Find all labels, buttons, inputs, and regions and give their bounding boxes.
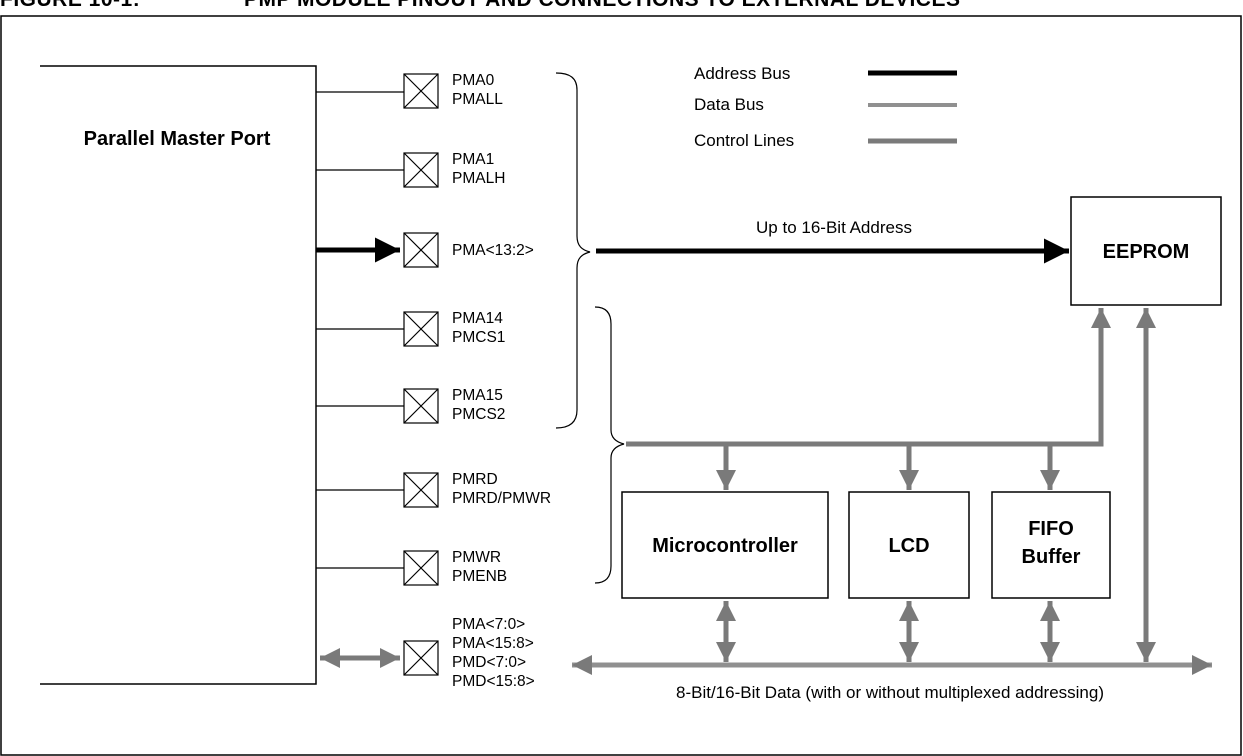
microcontroller-box [621, 491, 829, 599]
lcd-box [848, 491, 970, 599]
figure-number: FIGURE 10-1: [0, 0, 244, 12]
pin-label: PMCS1 [452, 329, 505, 346]
pin-label: PMD<15:8> [452, 673, 535, 690]
control-bus [626, 308, 1111, 447]
pin-label: PMA<13:2> [452, 242, 534, 259]
pin-label: PMA<7:0> [452, 616, 525, 633]
control-pins-brace [594, 306, 625, 584]
data-bus-label: 8-Bit/16-Bit Data (with or without multi… [676, 683, 1104, 702]
pin-box-pma14 [403, 311, 439, 347]
pmp-block-label: Parallel Master Port [84, 128, 271, 150]
pin-label: PMALH [452, 170, 505, 187]
pin-label: PMD<7:0> [452, 654, 526, 671]
pin-box-pma0 [403, 73, 439, 109]
pin-label: PMA1 [452, 151, 494, 168]
pin-label: PMRD [452, 471, 498, 488]
fifo-label-line2: Buffer [1022, 546, 1081, 568]
address-bus-label: Up to 16-Bit Address [756, 218, 912, 237]
pin-label: PMA0 [452, 72, 495, 89]
pin-label: PMENB [452, 568, 507, 585]
pin-box-pmd [403, 640, 439, 676]
figure-title: FIGURE 10-1:PMP MODULE PINOUT AND CONNEC… [0, 0, 960, 12]
pin-label: PMA<15:8> [452, 635, 534, 652]
pin-label: PMCS2 [452, 406, 505, 423]
pin-label: PMALL [452, 91, 503, 108]
address-pins-brace [555, 72, 591, 429]
pin-label: PMA15 [452, 387, 503, 404]
pin-box-pma1 [403, 152, 439, 188]
legend-control-label: Control Lines [694, 131, 794, 150]
eeprom-label: EEPROM [1103, 241, 1190, 263]
microcontroller-label: Microcontroller [652, 535, 798, 557]
pin-box-pma-13-2 [403, 232, 439, 268]
pin-box-pmwr [403, 550, 439, 586]
fifo-label-line1: FIFO [1028, 518, 1074, 540]
figure-frame [0, 15, 1242, 756]
pin-label: PMRD/PMWR [452, 490, 551, 507]
legend-data-label: Data Bus [694, 95, 764, 114]
figure-caption: PMP MODULE PINOUT AND CONNECTIONS TO EXT… [244, 0, 960, 11]
pin-label: PMA14 [452, 310, 503, 327]
lcd-label: LCD [888, 535, 929, 557]
legend-address-label: Address Bus [694, 64, 790, 83]
pin-box-pma15 [403, 388, 439, 424]
pin-label: PMWR [452, 549, 501, 566]
eeprom-box [1070, 196, 1222, 306]
pmp-block [40, 65, 317, 685]
pin-box-pmrd [403, 472, 439, 508]
fifo-box [991, 491, 1111, 599]
